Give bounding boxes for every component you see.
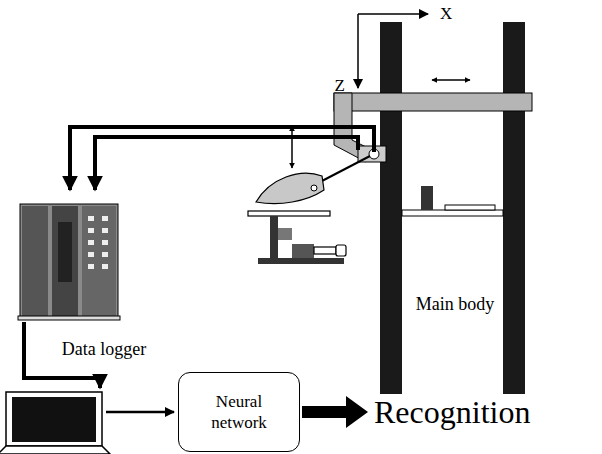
output-arrow [302, 396, 368, 428]
flow-arrow [106, 411, 174, 414]
process-box: Neural network [178, 372, 300, 452]
axis-label: X [440, 5, 452, 24]
output-label: Recognition [374, 395, 530, 430]
laptop [0, 392, 110, 454]
data-logger [18, 204, 120, 320]
device-label: Data logger [62, 340, 146, 360]
box-text: Neural network [189, 391, 289, 434]
axis-label: Z [335, 77, 345, 96]
main-body [248, 22, 532, 394]
device-label: Main body [416, 295, 495, 315]
signal-wires [70, 127, 374, 190]
